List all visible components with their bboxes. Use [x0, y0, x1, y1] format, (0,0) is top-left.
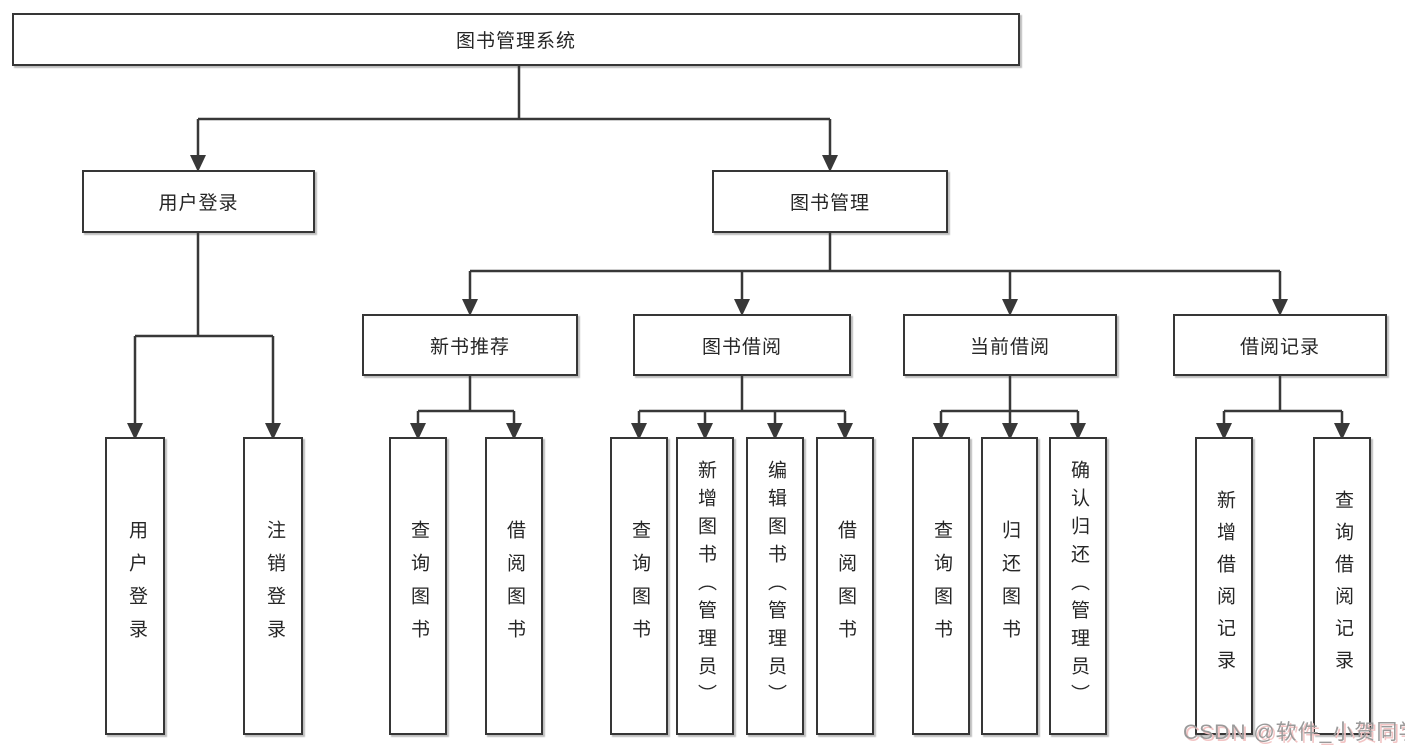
leaf-query-borrow-record: 查询借阅记录: [1313, 437, 1371, 735]
csdn-watermark: CSDN @软件_小贺同学: [1183, 721, 1405, 744]
leaf-logout: 注销登录: [243, 437, 303, 735]
leaf-borrow-books: 借阅图书: [816, 437, 874, 735]
leaf-query-books-recommend: 查询图书: [389, 437, 447, 735]
node-book-management: 图书管理: [712, 170, 948, 233]
leaf-edit-books-admin: 编辑图书（管理员）: [746, 437, 804, 735]
leaf-add-books-admin: 新增图书（管理员）: [676, 437, 734, 735]
node-current-borrow: 当前借阅: [903, 314, 1117, 376]
leaf-query-books-current: 查询图书: [912, 437, 970, 735]
node-user-login: 用户登录: [82, 170, 315, 233]
leaf-confirm-return-admin: 确认归还（管理员）: [1049, 437, 1107, 735]
node-borrow-records: 借阅记录: [1173, 314, 1387, 376]
node-new-book-recommend: 新书推荐: [362, 314, 578, 376]
arrowheads: [127, 155, 1350, 440]
node-book-borrow: 图书借阅: [633, 314, 851, 376]
connector-paths: [133, 66, 1344, 424]
leaf-borrow-books-recommend: 借阅图书: [485, 437, 543, 735]
leaf-user-login: 用户登录: [105, 437, 165, 735]
leaf-return-books: 归还图书: [981, 437, 1038, 735]
leaf-query-books-borrow: 查询图书: [610, 437, 668, 735]
node-root-library-system: 图书管理系统: [12, 13, 1020, 66]
leaf-add-borrow-record: 新增借阅记录: [1195, 437, 1253, 735]
